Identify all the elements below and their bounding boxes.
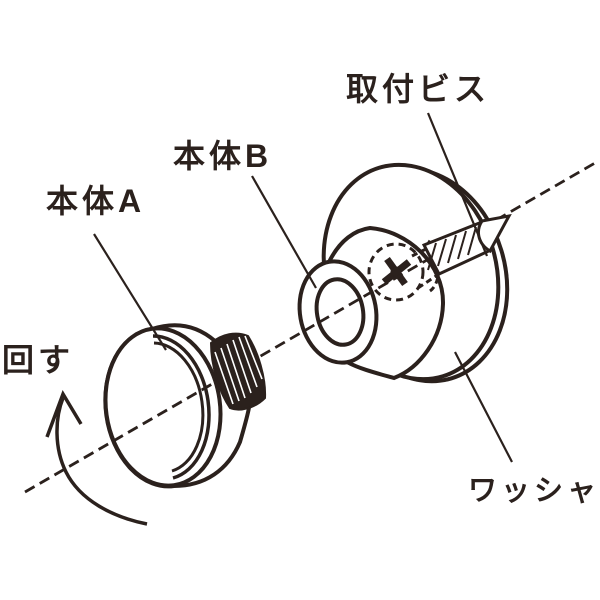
leader-line-body-a — [93, 233, 167, 351]
body-a-rim-line — [153, 341, 205, 473]
body-b-shape — [297, 225, 446, 381]
leader-line-washer — [454, 351, 513, 463]
screw-thread-hatch — [447, 234, 457, 264]
rotation-arrow — [45, 389, 148, 526]
screw-thread-hatch — [467, 226, 477, 256]
label-washer: ワッシャ — [468, 475, 600, 507]
label-body-a: 本体A — [46, 183, 145, 219]
thread-line — [220, 347, 240, 402]
leader-lines — [93, 112, 513, 463]
thread-line — [214, 351, 234, 405]
screw-thread-hatch — [437, 238, 447, 267]
screw-thread-hatch — [457, 230, 467, 260]
label-mounting-screw: 取付ビス — [346, 71, 490, 107]
screw-shaft — [421, 220, 495, 276]
rotation-arrowhead — [45, 389, 83, 438]
label-body-b: 本体B — [173, 138, 272, 174]
leader-line-body-b — [251, 175, 317, 289]
thread-line — [238, 336, 258, 388]
body-a-rim-line — [152, 334, 211, 480]
body-a-threaded-stud — [209, 332, 267, 411]
mounting-screw-shape — [421, 213, 512, 276]
thread-line — [244, 335, 263, 380]
leader-line-mounting-screw — [426, 112, 489, 257]
body-b-bore-hole — [314, 277, 366, 347]
label-turn: 回す — [2, 342, 74, 378]
thread-line — [226, 343, 246, 399]
rotation-arrow-arc — [55, 397, 148, 526]
thread-line — [232, 339, 252, 394]
screw-hidden-lines — [367, 239, 443, 302]
screw-head-hidden-circle — [367, 242, 425, 302]
screw-thread-hatch — [427, 242, 437, 271]
